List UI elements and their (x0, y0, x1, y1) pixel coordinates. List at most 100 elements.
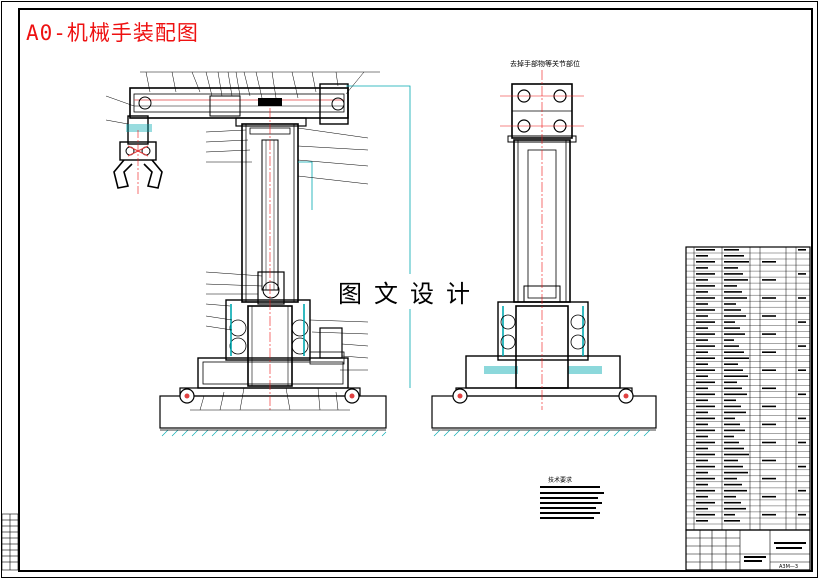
parts-list-cell-text (724, 483, 742, 486)
parts-list-cell-text (798, 393, 806, 396)
parts-list-cell-text (798, 417, 806, 420)
parts-list-cell-text (696, 399, 708, 402)
drawing-number: A3M—3 (779, 564, 799, 570)
parts-list-cell-text (696, 345, 715, 347)
parts-list-cell-text (724, 261, 749, 263)
title-block-fill (744, 542, 806, 562)
front-drive-motor (319, 327, 343, 359)
watermark-text: 图文设计 (336, 274, 484, 309)
parts-list-cell-text (762, 315, 776, 317)
parts-list-cell-text (696, 459, 708, 462)
parts-list-cell-text (724, 405, 741, 408)
parts-list-cell-text (696, 483, 708, 486)
parts-list-cell-text (724, 291, 742, 293)
front-arm-end-block (319, 83, 349, 125)
parts-list-cell-text (696, 369, 715, 371)
parts-list-cell-text (724, 477, 737, 480)
parts-list-cell-text (724, 507, 746, 510)
parts-list-cell-text (696, 321, 715, 323)
parts-list-cell-text (696, 279, 708, 281)
parts-list-cell-text (696, 453, 715, 456)
parts-list-cell-text (762, 297, 776, 299)
parts-list-cell-text (762, 477, 776, 480)
parts-list-cell-text (798, 441, 806, 444)
parts-list-cell-text (724, 327, 740, 329)
parts-list-cell-text (696, 495, 708, 498)
parts-list-cell-text (724, 453, 749, 456)
parts-list-cell-text (724, 333, 745, 335)
parts-list-cell-text (724, 255, 744, 257)
parts-list-cell-text (762, 441, 776, 444)
parts-list-cell-text (724, 417, 735, 420)
front-view (105, 71, 411, 437)
parts-list-cell-text (724, 411, 746, 414)
parts-list-cell-text (798, 249, 806, 251)
parts-list-cell-text (798, 465, 806, 468)
parts-list-cell-text (696, 417, 715, 420)
parts-list-cell-text (724, 249, 739, 251)
parts-list-cell-text (696, 297, 715, 299)
parts-list-cell-text (696, 333, 715, 335)
parts-list-cell-text (798, 345, 806, 347)
parts-list-cell-text (762, 495, 776, 498)
parts-list-cell-text (724, 429, 745, 432)
front-finger-left (113, 159, 133, 189)
parts-list-cell-text (696, 489, 715, 492)
parts-list-cell-text (798, 489, 806, 492)
front-leader-cyan (346, 85, 411, 388)
parts-list-cell-text (724, 489, 747, 492)
parts-list-cell-text (724, 273, 743, 275)
parts-list-cell-text (798, 369, 806, 371)
parts-list-cell-text (696, 447, 708, 450)
drawing-title: A0-机械手装配图 (26, 21, 199, 45)
parts-list-cell-text (724, 315, 746, 317)
parts-list-cell-text (724, 363, 738, 365)
parts-list-cell-text (724, 267, 738, 269)
parts-list-cell-text (696, 387, 708, 390)
side-bearing-housing (497, 301, 589, 361)
title-block (685, 529, 811, 571)
front-horizontal-arm (129, 87, 349, 119)
parts-list-cell-text (696, 435, 708, 438)
binding-table (1, 513, 19, 571)
parts-list-cell-text (724, 309, 741, 311)
parts-list-cell-text (696, 261, 715, 263)
parts-list-cell-text (762, 279, 776, 281)
parts-list-cell-text (762, 459, 776, 462)
parts-list-cell-text (798, 321, 806, 323)
front-part-leaders-right (297, 127, 369, 371)
parts-list-cell-text (798, 513, 806, 516)
parts-list-cell-text (798, 297, 806, 299)
parts-list-cell-text (762, 369, 776, 371)
parts-list-cell-text (724, 369, 743, 371)
front-ground-hatch (161, 429, 387, 437)
parts-list-cell-text (696, 429, 715, 432)
parts-list-cell-text (798, 273, 806, 275)
parts-list-cell-text (696, 351, 708, 353)
parts-list-cell-text (724, 399, 736, 402)
parts-list-cell-text (696, 507, 708, 510)
parts-list-cell-text (724, 285, 737, 287)
parts-list-cell-text (696, 471, 708, 474)
inner-border (18, 8, 813, 572)
parts-list-cell-text (696, 363, 708, 365)
parts-list-cell-text (724, 321, 735, 323)
side-view (431, 70, 657, 437)
parts-list-cell-text (696, 501, 715, 504)
parts-list-rows (686, 249, 810, 525)
parts-list-cell-text (724, 345, 739, 347)
parts-list-cell-text (724, 501, 741, 504)
parts-list-cell-text (762, 513, 776, 516)
parts-list-cell-text (724, 495, 736, 498)
parts-list-cell-text (724, 441, 739, 444)
tech-requirements-block (540, 486, 604, 519)
front-part-leaders-bottom (190, 387, 350, 411)
parts-list-cell-text (724, 279, 748, 281)
parts-list-cell-text (696, 423, 708, 426)
parts-list-cell-text (696, 513, 715, 516)
parts-list-cell-text (724, 393, 747, 396)
parts-list-cell-text (696, 441, 715, 444)
